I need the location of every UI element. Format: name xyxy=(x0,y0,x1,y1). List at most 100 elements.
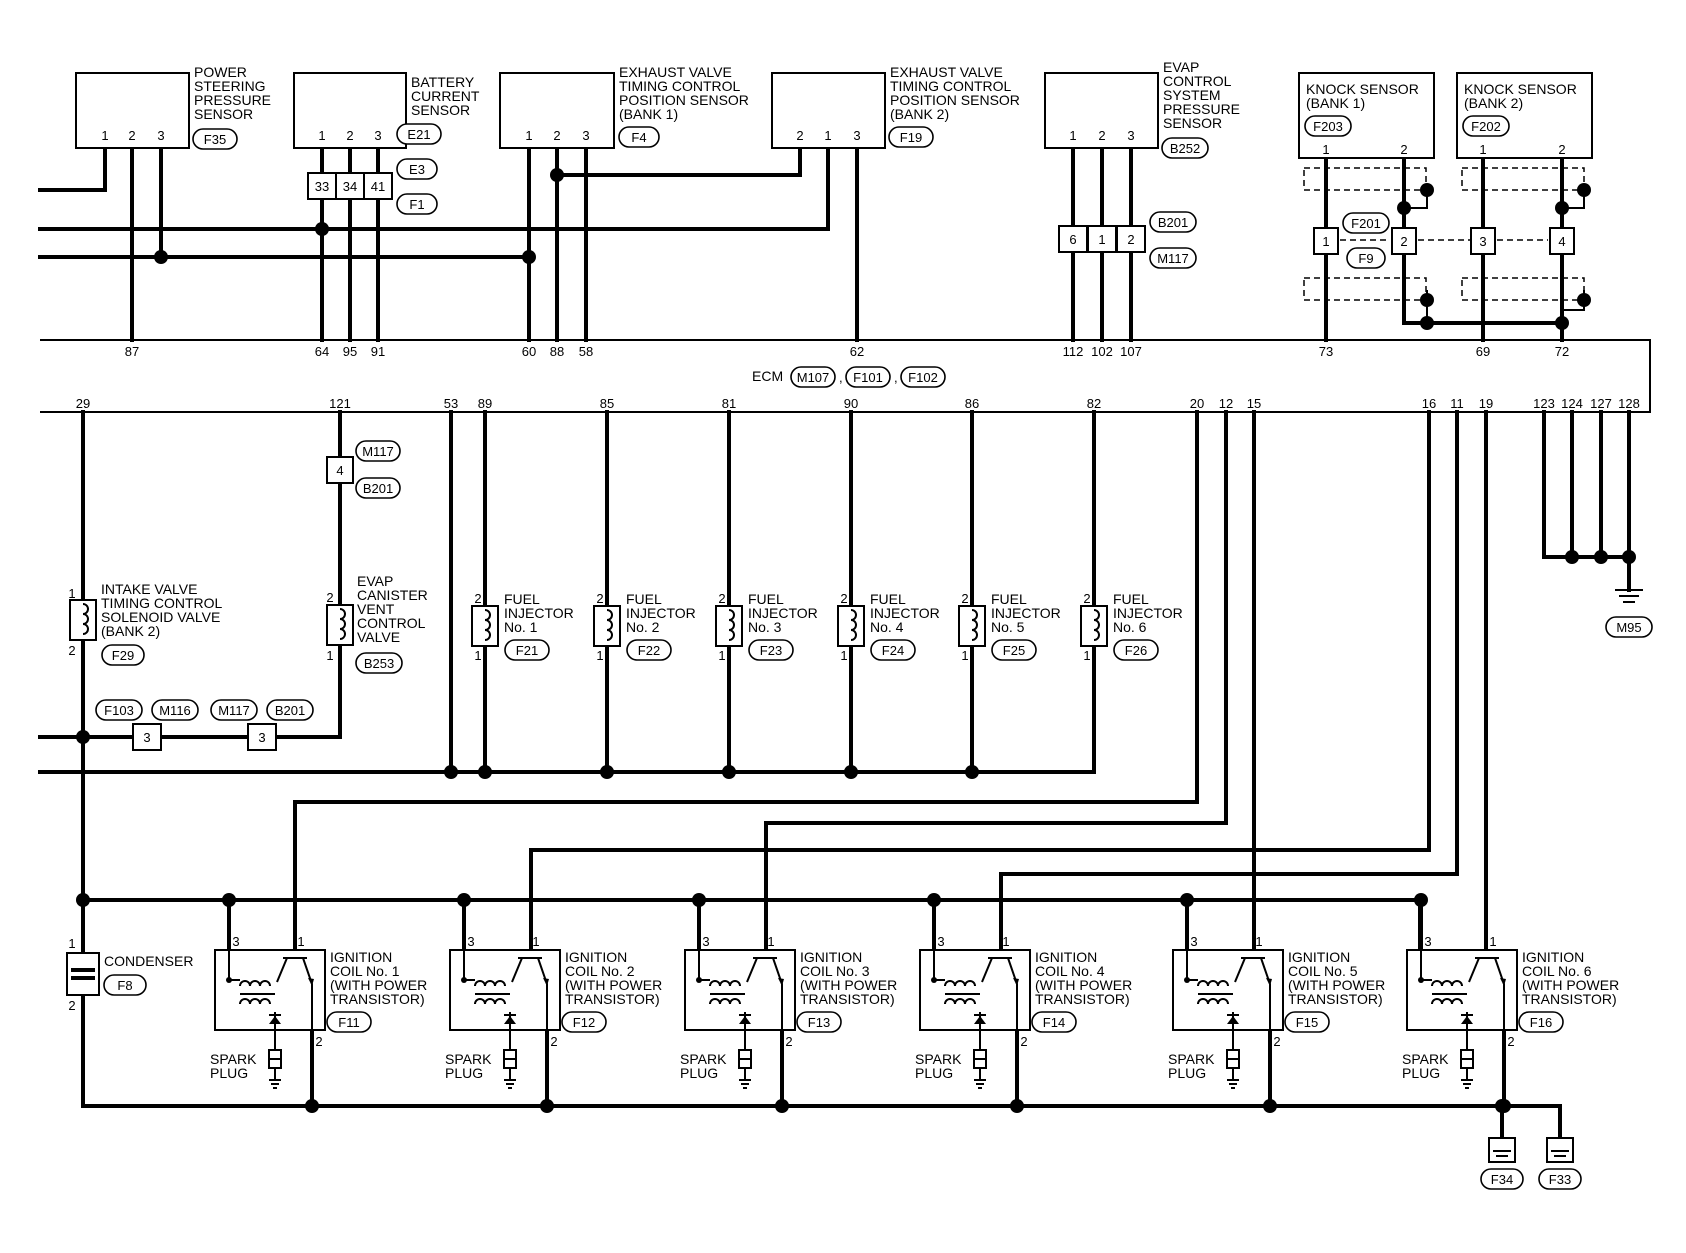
intake-label-2: TIMING CONTROL xyxy=(101,595,223,611)
vent-label-2: CANISTER xyxy=(357,587,428,603)
injector-label: INJECTOR xyxy=(504,605,574,621)
ev1-connector-pill xyxy=(618,126,660,148)
junction-dot xyxy=(478,765,492,779)
junction-dot xyxy=(1555,201,1569,215)
coil-internal-dot xyxy=(1418,977,1424,983)
junction-dot xyxy=(775,1099,789,1113)
junction-dot xyxy=(927,893,941,907)
coil-pin-2: 2 xyxy=(1507,1034,1514,1049)
coil-label: COIL No. 5 xyxy=(1288,963,1358,979)
ps-label-4: SENSOR xyxy=(194,106,253,122)
m95-tag: M95 xyxy=(1616,620,1641,635)
bc-label-1: BATTERY xyxy=(411,74,475,90)
ps-box xyxy=(75,72,190,149)
injector-connector: F23 xyxy=(760,643,782,658)
junction-dot xyxy=(1420,293,1434,307)
transistor-collector xyxy=(746,957,758,983)
e3f1-box-2 xyxy=(335,172,365,200)
wire-12 xyxy=(764,410,1228,952)
injector-coil-icon xyxy=(1093,609,1100,641)
ecm-bottom-pin: 82 xyxy=(1087,396,1101,411)
injector-label: No. 1 xyxy=(504,619,538,635)
evap-canister-vent-valve: 2 1 EVAP CANISTER VENT CONTROL VALVE B25… xyxy=(326,573,428,674)
injector-label: INJECTOR xyxy=(870,605,940,621)
ecm-bottom-pin: 20 xyxy=(1190,396,1204,411)
ecm-top-pin: 60 xyxy=(522,344,536,359)
secondary-winding-icon xyxy=(474,998,506,1005)
transistor-arrow-icon xyxy=(1013,978,1019,986)
ev2-connector: F19 xyxy=(900,130,922,145)
m117b-pill xyxy=(355,440,401,462)
coil-label: TRANSISTOR) xyxy=(1522,991,1617,1007)
b201c-tag: B201 xyxy=(275,703,305,718)
ks1-pin-2: 2 xyxy=(1400,142,1407,157)
junction-dot xyxy=(600,765,614,779)
ps-pin-2: 2 xyxy=(128,128,135,143)
injector-label: No. 2 xyxy=(626,619,660,635)
shield-box-2a xyxy=(1461,167,1585,191)
b201c-pill xyxy=(266,699,314,721)
junction-dot xyxy=(1577,183,1591,197)
coil-pin-2: 2 xyxy=(785,1034,792,1049)
bc-pin-1: 1 xyxy=(318,128,325,143)
wire-bus-1106 xyxy=(81,1104,1562,1140)
e3-tag: E3 xyxy=(409,162,425,177)
ecm-connector-2: F101 xyxy=(853,370,883,385)
spark-plug-label-1: SPARK xyxy=(680,1051,727,1067)
ecm-bottom-pin: 29 xyxy=(76,396,90,411)
coil-label: IGNITION xyxy=(1288,949,1350,965)
ev2-pin-3: 3 xyxy=(853,128,860,143)
transistor-arrow-icon xyxy=(1266,978,1272,986)
coil-body xyxy=(214,949,326,1031)
ecm-top-pin: 107 xyxy=(1120,344,1142,359)
coil-label: (WITH POWER xyxy=(1522,977,1619,993)
f103-pill xyxy=(95,699,143,721)
transistor-arrow-icon xyxy=(778,978,784,986)
evap-label-5: SENSOR xyxy=(1163,115,1222,131)
injector-connector: F22 xyxy=(638,643,660,658)
injector-label: FUEL xyxy=(991,591,1027,607)
secondary-winding-icon xyxy=(1431,998,1463,1005)
coil-label: COIL No. 4 xyxy=(1035,963,1105,979)
ps-connector: F35 xyxy=(204,132,226,147)
bc-label-3: SENSOR xyxy=(411,102,470,118)
injector-pin-1: 1 xyxy=(961,648,968,663)
junction-dot xyxy=(1565,550,1579,564)
spark-plug-label-1: SPARK xyxy=(210,1051,257,1067)
ev1-label-3: POSITION SENSOR xyxy=(619,92,749,108)
coil-connector-pill xyxy=(796,1011,842,1033)
injector-label: INJECTOR xyxy=(1113,605,1183,621)
coil-body xyxy=(919,949,1031,1031)
ecm-top-pin: 95 xyxy=(343,344,357,359)
injector-connector-pill xyxy=(1113,639,1159,661)
ecm-bottom-pin: 89 xyxy=(478,396,492,411)
coil-pin-2: 2 xyxy=(550,1034,557,1049)
junction-dot xyxy=(457,893,471,907)
ecm-top-pin: 72 xyxy=(1555,344,1569,359)
f29-pill xyxy=(101,644,145,666)
injector-pin-2: 2 xyxy=(840,591,847,606)
injector-connector: F21 xyxy=(516,643,538,658)
condenser-label: CONDENSER xyxy=(104,953,193,969)
coil-label: TRANSISTOR) xyxy=(1288,991,1383,1007)
injector-pin-1: 1 xyxy=(718,648,725,663)
intake-pin-1: 1 xyxy=(68,586,75,601)
intake-coil-icon xyxy=(82,603,89,635)
e3f1-pin-3: 41 xyxy=(371,179,385,194)
vent-label-5: VALVE xyxy=(357,629,400,645)
injector-pin-1: 1 xyxy=(840,648,847,663)
m117-tag: M117 xyxy=(1157,251,1189,266)
ev2-box xyxy=(771,72,886,149)
ground-f33: F33 xyxy=(1538,1137,1582,1190)
transistor-collector xyxy=(511,957,523,983)
inline-f201-f9: 1 2 3 4 F201 F9 xyxy=(1313,212,1575,269)
f201-pin-4: 4 xyxy=(1558,234,1565,249)
ecm-bottom-pin: 12 xyxy=(1219,396,1233,411)
ev1-label-2: TIMING CONTROL xyxy=(619,78,741,94)
junction-dot xyxy=(540,1099,554,1113)
injector-coil-icon xyxy=(971,609,978,641)
